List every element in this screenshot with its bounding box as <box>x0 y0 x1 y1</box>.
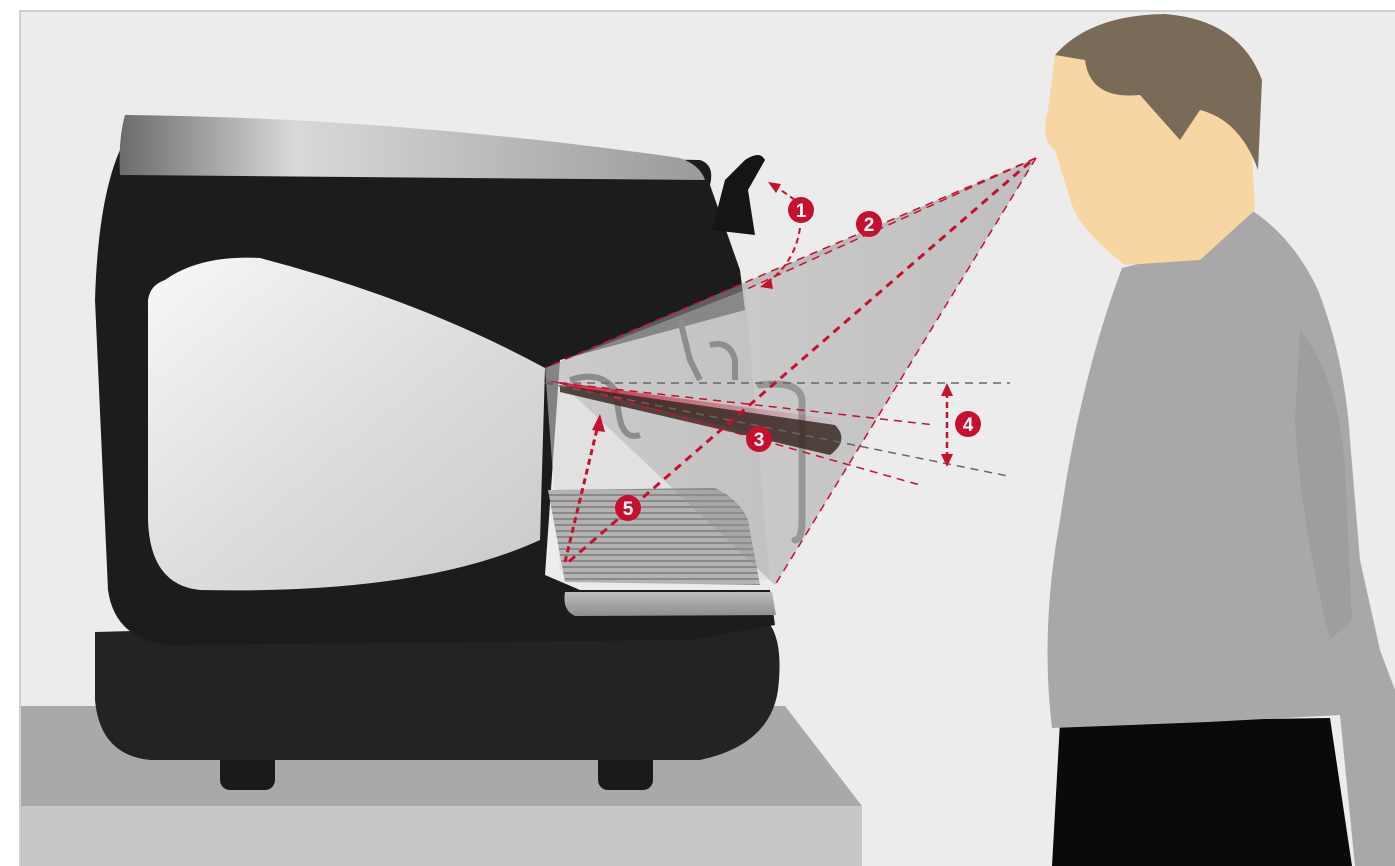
marker-3-number: 3 <box>754 430 765 451</box>
person-pants <box>1052 718 1352 866</box>
marker-4-number: 4 <box>963 415 974 436</box>
marker-4: 4 <box>955 411 981 437</box>
marker-5-number: 5 <box>623 499 634 520</box>
marker-2-number: 2 <box>864 215 875 236</box>
drip-tray <box>564 592 776 616</box>
marker-3: 3 <box>746 426 772 452</box>
marker-5: 5 <box>615 495 641 521</box>
marker-1-number: 1 <box>796 201 807 222</box>
marker-2: 2 <box>856 211 882 237</box>
marker-1: 1 <box>788 197 814 223</box>
